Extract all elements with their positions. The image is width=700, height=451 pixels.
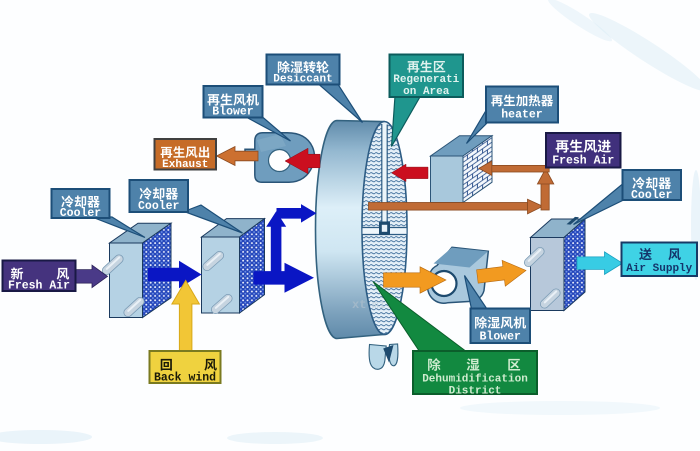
- svg-text:Fresh Air: Fresh Air: [8, 280, 70, 293]
- svg-text:Cooler: Cooler: [631, 189, 673, 202]
- svg-text:Blower: Blower: [212, 106, 254, 119]
- svg-text:Desiccant: Desiccant: [273, 74, 332, 86]
- svg-text:Air Supply: Air Supply: [626, 263, 692, 275]
- svg-text:Exhaust: Exhaust: [162, 159, 208, 171]
- svg-text:Cooler: Cooler: [60, 207, 102, 220]
- svg-text:heater: heater: [501, 109, 543, 122]
- svg-text:Dehumidification: Dehumidification: [422, 374, 528, 386]
- svg-text:Fresh Air: Fresh Air: [552, 155, 614, 168]
- svg-text:xt: xt: [352, 298, 366, 312]
- svg-text:Blower: Blower: [480, 331, 522, 344]
- svg-text:Regenerati: Regenerati: [393, 74, 459, 86]
- svg-text:Back wind: Back wind: [154, 372, 216, 385]
- svg-text:District: District: [449, 386, 502, 398]
- svg-text:Cooler: Cooler: [138, 200, 180, 213]
- svg-text:on Area: on Area: [403, 86, 450, 98]
